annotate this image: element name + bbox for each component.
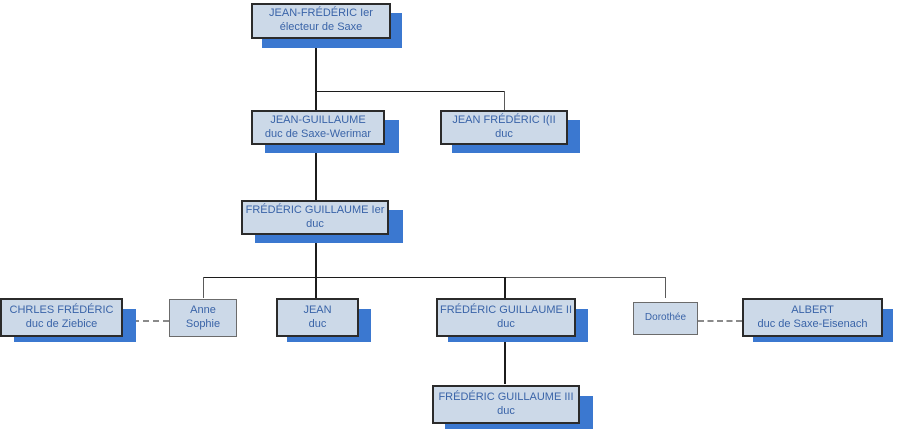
node-title: FRÉDÉRIC GUILLAUME III [438, 390, 574, 403]
node-title: CHRLES FRÉDÉRIC [9, 303, 114, 316]
connector-root-trunk [315, 46, 317, 92]
node-subtitle: duc [497, 317, 515, 330]
node-jean[interactable]: JEAN duc [276, 298, 359, 337]
node-jean-frederic-ier[interactable]: JEAN-FRÉDÉRIC Ier électeur de Saxe [251, 3, 391, 39]
node-subtitle: électeur de Saxe [279, 21, 363, 33]
connector-sibling-bus-right [505, 277, 666, 278]
connector-drop-jean [315, 277, 317, 298]
node-subtitle: duc de Saxe-Werimar [264, 127, 372, 140]
marriage-link-dorothee-albert [698, 320, 742, 322]
node-frederic-guillaume-ii[interactable]: FRÉDÉRIC GUILLAUME II duc [436, 298, 576, 337]
node-charles-frederic[interactable]: CHRLES FRÉDÉRIC duc de Ziebice [0, 298, 123, 337]
node-subtitle: duc [308, 317, 327, 330]
node-title: JEAN-GUILLAUME [270, 113, 366, 126]
node-anne-sophie[interactable]: Anne Sophie [169, 299, 237, 337]
connector-trunk-level3 [315, 236, 317, 278]
connector-sibling-bus-left [203, 277, 506, 278]
connector-level1-bus [315, 91, 505, 92]
connector-drop-jean-guillaume [315, 91, 317, 111]
node-subtitle: duc [497, 404, 515, 417]
node-title: JEAN [303, 303, 332, 316]
node-title: FRÉDÉRIC GUILLAUME II [439, 303, 573, 316]
node-title: FRÉDÉRIC GUILLAUME Ier [245, 203, 385, 216]
connector-drop-anne-sophie [203, 277, 204, 298]
node-jean-guillaume[interactable]: JEAN-GUILLAUME duc de Saxe-Werimar [251, 110, 385, 145]
connector-trunk-level2 [315, 146, 317, 201]
node-subtitle: duc [306, 217, 324, 230]
node-subtitle: duc de Ziebice [25, 317, 98, 330]
node-jean-frederic-i-ii[interactable]: JEAN FRÉDÉRIC I(II duc [440, 110, 568, 145]
connector-drop-jean-frederic [504, 91, 505, 111]
node-title: ALBERT [791, 303, 834, 316]
node-dorothee[interactable]: Dorothée [633, 302, 698, 335]
marriage-link-charles-anne [123, 320, 169, 322]
connector-trunk-frederic-guillaume-iii [504, 337, 506, 384]
node-subtitle: duc de Saxe-Eisenach [757, 317, 868, 330]
node-frederic-guillaume-iii[interactable]: FRÉDÉRIC GUILLAUME III duc [432, 385, 580, 424]
node-subtitle: Sophie [185, 318, 221, 330]
node-subtitle: duc [495, 127, 513, 140]
node-title: JEAN FRÉDÉRIC I(II [452, 113, 556, 126]
node-title: JEAN-FRÉDÉRIC Ier [269, 7, 373, 20]
node-title: Dorothée [644, 312, 687, 324]
node-frederic-guillaume-ier[interactable]: FRÉDÉRIC GUILLAUME Ier duc [241, 200, 389, 235]
node-title: Anne [190, 304, 216, 317]
node-albert[interactable]: ALBERT duc de Saxe-Eisenach [742, 298, 883, 337]
connector-drop-dorothee [665, 277, 666, 298]
connector-drop-frederic-guillaume-ii [504, 277, 506, 298]
